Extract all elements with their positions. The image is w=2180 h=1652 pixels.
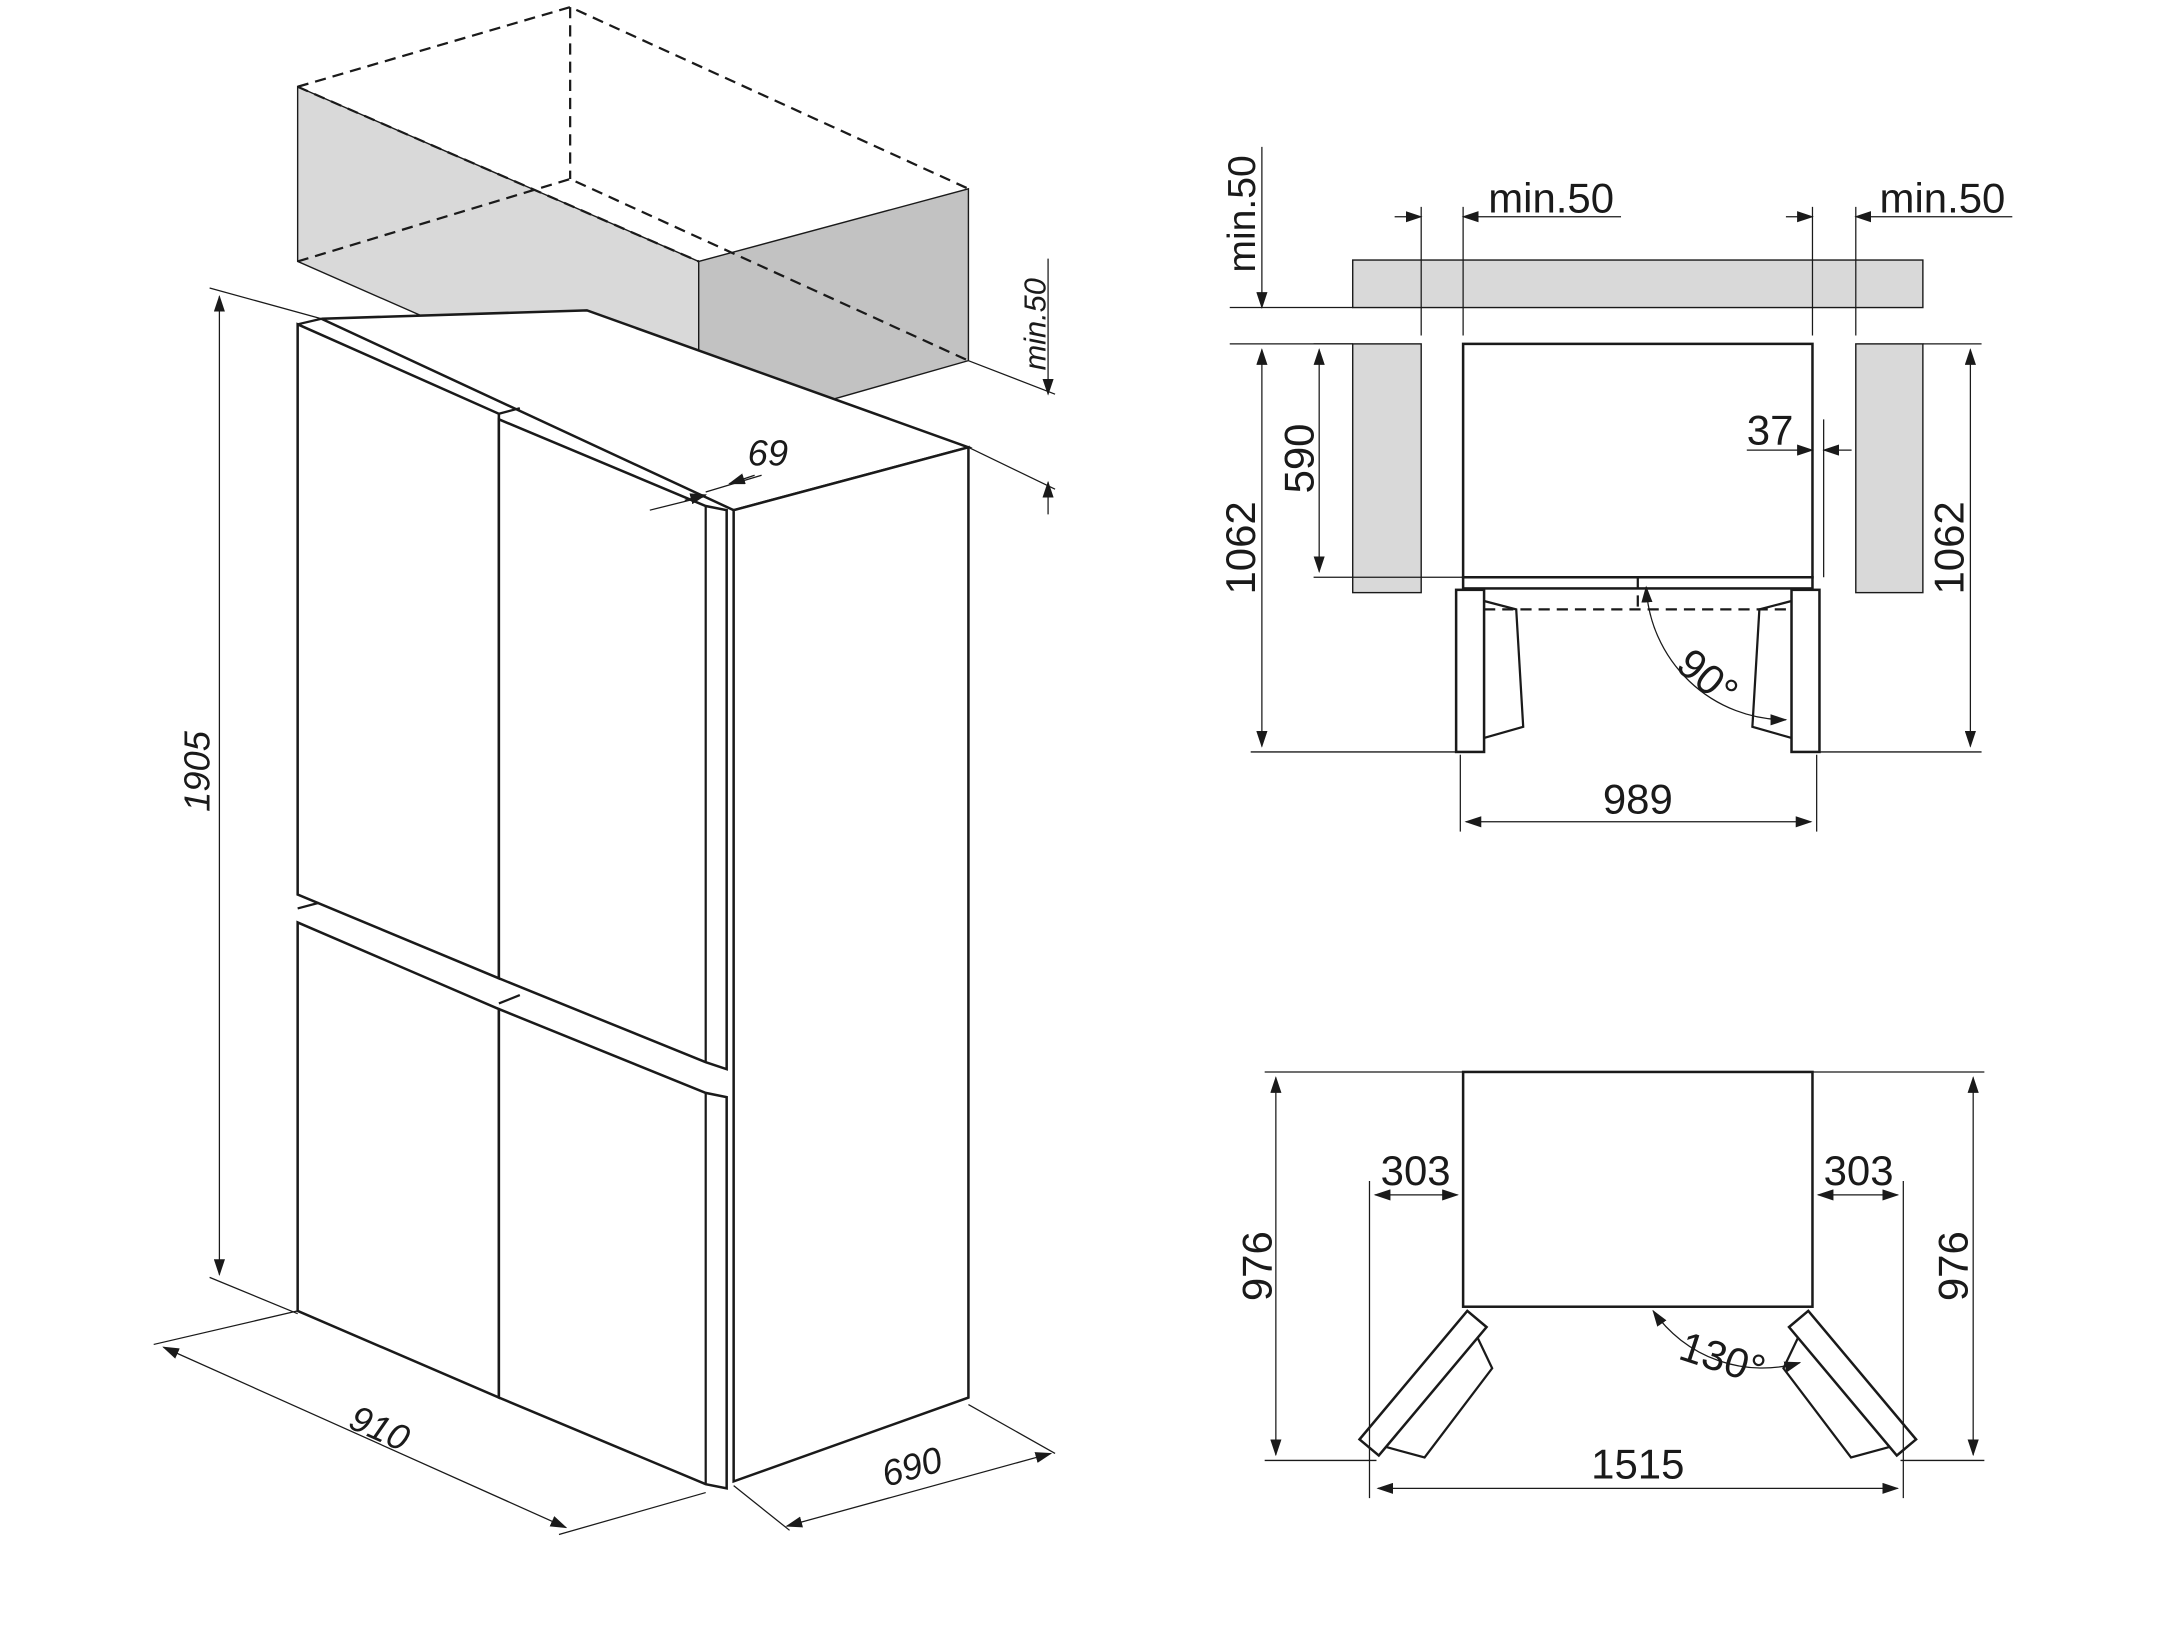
right-clearance-label: min.50 — [1880, 175, 2006, 222]
depth-right-label: 1062 — [1925, 501, 1972, 594]
right-door-open — [1790, 588, 1821, 754]
top-view-90: min.50 min.50 min.50 1062 590 1062 37 — [1217, 146, 2013, 832]
door-upper-right — [497, 417, 728, 1071]
height-label: 1905 — [177, 730, 218, 812]
top-view-130: 976 976 303 303 130° 1515 — [1234, 1070, 1985, 1499]
door-angle-label: 130° — [1674, 1322, 1771, 1393]
depth-left-label: 976 — [1234, 1231, 1281, 1301]
top-clearance-label: min.50 — [1221, 155, 1264, 272]
right-door-130 — [1782, 1309, 1918, 1459]
perspective-view: 1905 910 690 69 min.50 — [153, 5, 1056, 1536]
right-door-offset-label: 303 — [1824, 1147, 1894, 1194]
left-door-open — [1454, 588, 1486, 754]
left-clearance-label: min.50 — [1488, 175, 1614, 222]
door-lower-left — [296, 920, 501, 1400]
side-offset-label: 37 — [1747, 407, 1794, 454]
door-angle-label: 90° — [1668, 639, 1747, 716]
door-offset-label: 69 — [748, 432, 788, 473]
depth-left-label: 1062 — [1217, 501, 1264, 594]
body-depth-label: 590 — [1276, 424, 1323, 494]
total-width-label: 989 — [1603, 775, 1673, 822]
width-label: 910 — [344, 1397, 416, 1459]
left-door-offset-label: 303 — [1381, 1147, 1451, 1194]
top-clearance-label: min.50 — [1017, 278, 1052, 370]
depth-right-label: 976 — [1930, 1231, 1977, 1301]
fridge-body — [296, 309, 973, 1490]
depth-label: 690 — [877, 1439, 947, 1495]
left-door-130 — [1357, 1309, 1494, 1459]
total-width-label: 1515 — [1591, 1441, 1684, 1488]
door-lower-right — [497, 1007, 728, 1490]
door-upper-left — [296, 322, 501, 981]
